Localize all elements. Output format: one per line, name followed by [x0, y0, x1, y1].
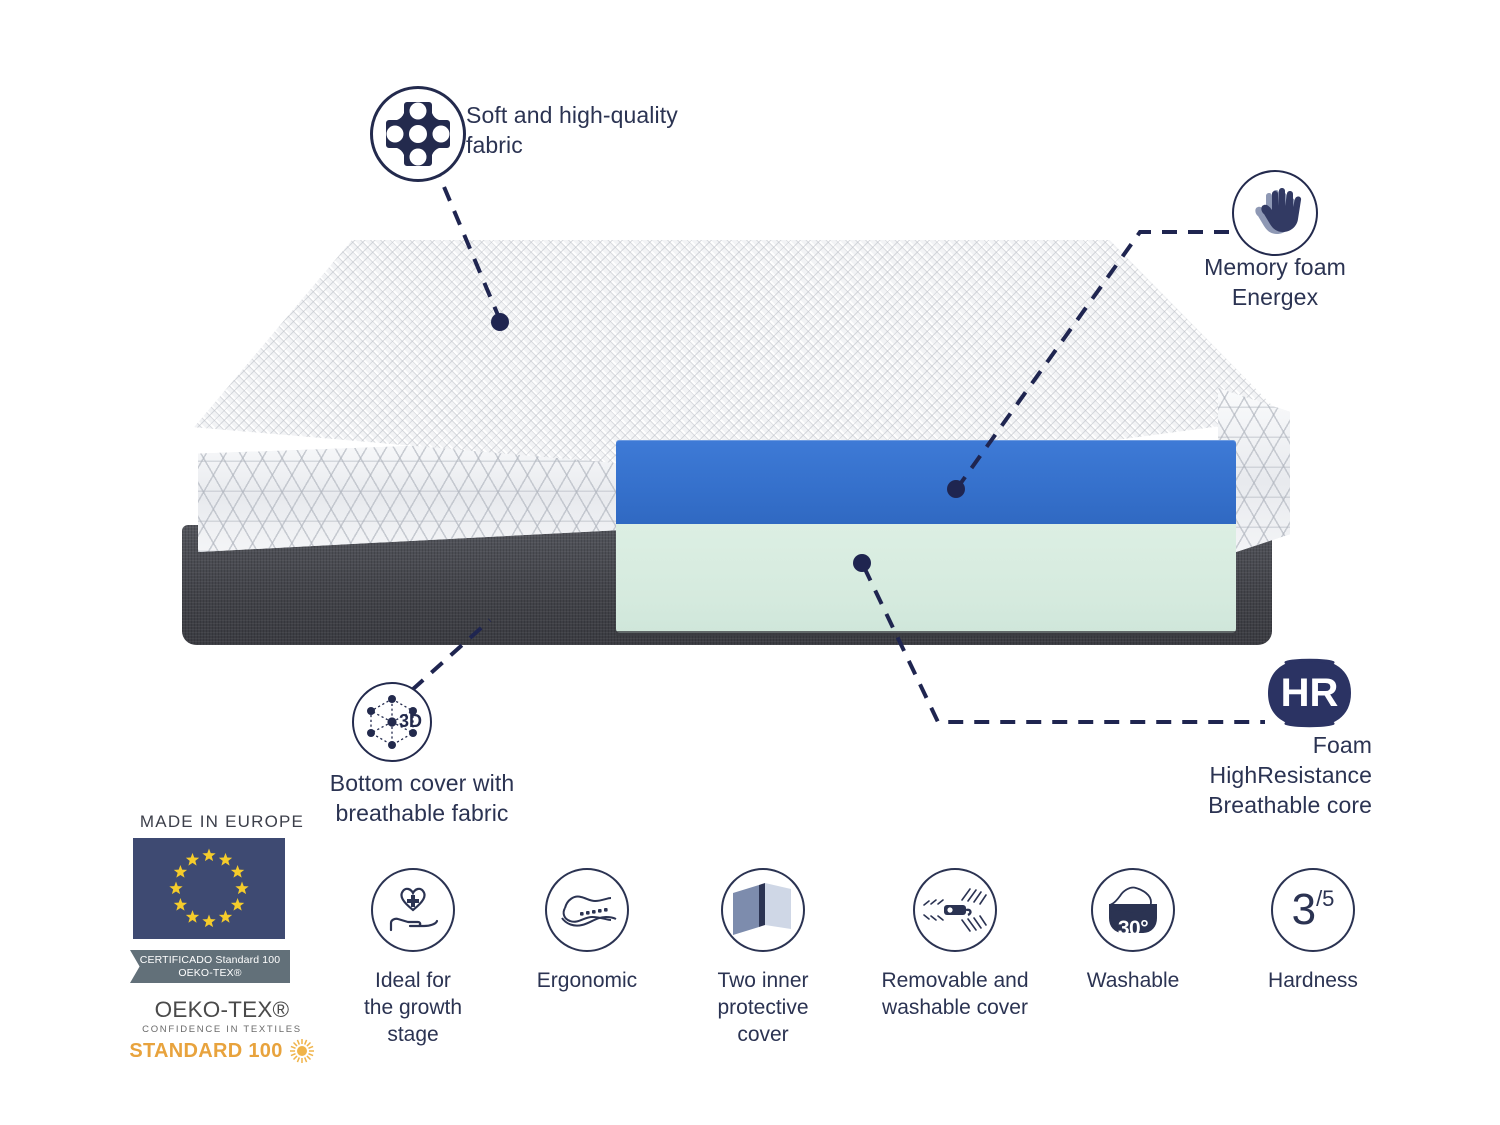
callout-bottom-cover: 3D [352, 682, 432, 762]
two-layer-panels-glyph [733, 883, 791, 935]
side-sleeper-spine-icon [545, 868, 629, 952]
sun-ray [292, 1055, 298, 1061]
feature-hardness-label: Hardness [1268, 969, 1358, 992]
callout-bottom-cover-label: Bottom cover with breathable fabric [329, 770, 515, 826]
hardness-rating-icon: 3 /5 [1271, 868, 1355, 952]
eu-flag [133, 838, 285, 939]
feature-hardness[interactable]: 3 /5 Hardness [1238, 868, 1388, 994]
feature-growth-stage[interactable]: Ideal for the growth stage [338, 868, 488, 1048]
feature-washable-label: Washable [1086, 969, 1180, 992]
eu-star [173, 898, 188, 911]
sun-ray [292, 1041, 298, 1047]
two-layer-panels-icon [721, 868, 805, 952]
eu-star [185, 910, 200, 923]
made-in-europe-title: MADE IN EUROPE [139, 812, 305, 831]
hardness-value: 3 [1291, 885, 1317, 934]
callout-memory-foam-label: Memory foam Energex [1204, 254, 1346, 310]
callout-hr-core: HR [1262, 655, 1357, 736]
sun-flower-icon [289, 1039, 314, 1063]
feature-ergonomic[interactable]: Ergonomic [512, 868, 662, 994]
sun-ray [307, 1052, 314, 1057]
callout-hr-core-label: Foam HighResistance Breathable core [1208, 732, 1372, 818]
3d-lattice-icon: 3D [352, 682, 432, 762]
cutaway-bottom-shadow [616, 631, 1236, 636]
svg-text:HR: HR [1281, 671, 1339, 715]
oeko-standard-100: STANDARD 100 [129, 1038, 314, 1064]
sun-ray [306, 1041, 311, 1047]
eu-star [218, 852, 233, 866]
sun-ray [296, 1039, 300, 1045]
eu-star [169, 881, 183, 895]
eu-star [185, 852, 200, 866]
zipper-glyph [923, 888, 987, 932]
callout-memory-foam [1232, 170, 1318, 256]
callout-soft-fabric-label: Soft and high-quality fabric [466, 102, 678, 158]
hand-wash-basin-glyph [1109, 886, 1157, 933]
sun-ray [290, 1045, 296, 1050]
fabric-weave-icon [370, 86, 466, 182]
fabric-weave-glyph [386, 102, 450, 166]
feature-inner-cover[interactable]: Two inner protective cover [688, 868, 838, 1048]
feature-growth-stage-label: Ideal for the growth stage [363, 969, 463, 1046]
feature-removable-cover-label: Removable and washable cover [881, 969, 1029, 1019]
eu-star [202, 848, 216, 862]
sun-ray [303, 1057, 307, 1063]
sun-ray [307, 1045, 314, 1050]
eu-star [230, 898, 245, 911]
feature-removable-cover[interactable]: Removable and washable cover [880, 868, 1030, 1021]
3d-lattice-glyph [367, 695, 417, 749]
hand-wash-basin-icon: 30° [1091, 868, 1175, 952]
3d-lattice-icon-label: 3D [399, 711, 423, 731]
callout-soft-fabric [370, 86, 466, 182]
sun-ray [296, 1057, 300, 1063]
sun-ray [303, 1039, 307, 1045]
hand-press-foam-icon [1232, 170, 1318, 256]
certification-block: MADE IN EUROPE CERTIFICADO Standard 100 … [122, 812, 322, 1064]
oeko-standard-text: STANDARD 100 [129, 1039, 283, 1062]
eu-star [235, 881, 249, 895]
eu-star [202, 914, 216, 928]
wash-temperature-label: 30° [1117, 917, 1149, 940]
side-sleeper-spine-glyph [561, 895, 617, 927]
hand-heart-plus-glyph [389, 887, 439, 932]
hand-heart-plus-icon [371, 868, 455, 952]
feature-ergonomic-label: Ergonomic [536, 969, 638, 992]
eu-stars [169, 848, 249, 928]
ribbon-line-2: OEKO-TEX® [178, 966, 242, 979]
feature-inner-cover-label: Two inner protective cover [717, 969, 809, 1046]
eu-star [173, 865, 188, 878]
zipper-icon [913, 868, 997, 952]
feature-washable[interactable]: 30° Washable [1058, 868, 1208, 994]
eu-star [218, 910, 233, 923]
certificate-ribbon: CERTIFICADO Standard 100 OEKO-TEX® [130, 950, 290, 983]
mattress-illustration [178, 240, 1298, 645]
ribbon-line-1: CERTIFICADO Standard 100 [139, 953, 281, 966]
sun-ray [290, 1052, 296, 1057]
oeko-tex-wordmark: OEKO-TEX® [154, 997, 290, 1022]
hand-press-foam-glyph [1255, 188, 1302, 234]
oeko-tex-tagline: CONFIDENCE IN TEXTILES [142, 1024, 302, 1035]
hr-badge-icon: HR [1268, 658, 1351, 728]
sun-ray [306, 1055, 311, 1061]
hardness-scale: /5 [1316, 886, 1335, 911]
oeko-tex-logo: OEKO-TEX® CONFIDENCE IN TEXTILES STANDAR… [122, 997, 322, 1064]
eu-star [230, 865, 245, 878]
memory-foam-layer [616, 440, 1236, 524]
hr-core-layer [616, 524, 1236, 633]
